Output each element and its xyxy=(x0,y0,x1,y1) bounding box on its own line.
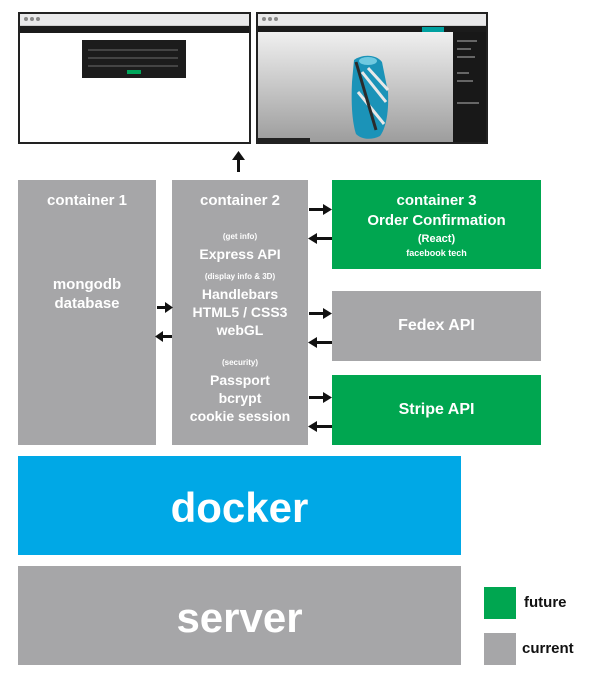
arrow-c3-to-c2 xyxy=(316,237,332,240)
legend-current-swatch xyxy=(484,633,516,665)
login-form-panel xyxy=(82,40,186,78)
arrow-to-ui xyxy=(237,158,240,172)
arrow-c2-to-c3 xyxy=(309,208,325,211)
docker-layer: docker xyxy=(18,456,461,555)
fedex-api-box: Fedex API xyxy=(332,291,541,361)
server-layer: server xyxy=(18,566,461,665)
arrow-c2-to-fedex xyxy=(309,312,325,315)
arrow-c1-to-c2 xyxy=(157,306,167,309)
viewer-side-panel xyxy=(453,32,486,142)
jersey-3d-model xyxy=(351,55,390,139)
arrow-c2-to-stripe-head xyxy=(323,392,332,403)
cookie-session-label: cookie session xyxy=(189,408,291,424)
stripe-api-box: Stripe API xyxy=(332,375,541,445)
3d-viewer-screenshot xyxy=(256,12,488,144)
passport-label: Passport xyxy=(210,372,270,388)
arrow-c3-to-c2-head xyxy=(308,233,317,244)
legend-current-label: current xyxy=(522,640,574,657)
container-1-line-1: mongodb xyxy=(52,276,122,293)
login-screenshot xyxy=(18,12,251,144)
arrow-stripe-to-c2 xyxy=(316,425,332,428)
display-info-label: (display info & 3D) xyxy=(204,272,276,281)
html5-css3-label: HTML5 / CSS3 xyxy=(192,304,288,320)
arrow-c2-to-fedex-head xyxy=(323,308,332,319)
container-2-title: container 2 xyxy=(199,192,281,209)
container-3-tech: (React) xyxy=(417,233,456,245)
legend-future-swatch xyxy=(484,587,516,619)
browser-chrome xyxy=(20,14,249,26)
get-info-label: (get info) xyxy=(222,232,258,241)
app-header-bar xyxy=(20,26,249,33)
viewer-canvas xyxy=(258,32,453,142)
legend-future-label: future xyxy=(524,594,567,611)
container-2-box: container 2 (get info) Express API (disp… xyxy=(172,180,308,445)
handlebars-label: Handlebars xyxy=(201,286,279,302)
arrow-to-ui-head xyxy=(232,151,245,160)
express-api-label: Express API xyxy=(199,246,281,262)
arrow-c2-to-c1 xyxy=(162,335,172,338)
arrow-c1-to-c2-head xyxy=(165,302,173,313)
browser-chrome xyxy=(258,14,486,26)
webgl-label: webGL xyxy=(216,322,264,338)
arrow-c2-to-c1-head xyxy=(155,331,163,342)
docker-label: docker xyxy=(170,484,309,531)
app-header-bar xyxy=(258,26,486,33)
security-label: (security) xyxy=(221,358,258,367)
fedex-api-label: Fedex API xyxy=(398,317,475,334)
container-1-title: container 1 xyxy=(46,192,128,209)
container-3-title: container 3 xyxy=(396,192,477,209)
container-1-line-2: database xyxy=(54,295,120,312)
arrow-fedex-to-c2 xyxy=(316,341,332,344)
container-1-box: container 1 mongodb database xyxy=(18,180,156,445)
arrow-c2-to-c3-head xyxy=(323,204,332,215)
arrow-c2-to-stripe xyxy=(309,396,325,399)
arrow-stripe-to-c2-head xyxy=(308,421,317,432)
stripe-api-label: Stripe API xyxy=(398,401,475,418)
arrow-fedex-to-c2-head xyxy=(308,337,317,348)
container-3-vendor: facebook tech xyxy=(406,248,467,258)
server-label: server xyxy=(176,594,303,641)
container-3-box: container 3 Order Confirmation (React) f… xyxy=(332,180,541,269)
container-3-subtitle: Order Confirmation xyxy=(367,212,506,229)
bcrypt-label: bcrypt xyxy=(218,390,262,406)
